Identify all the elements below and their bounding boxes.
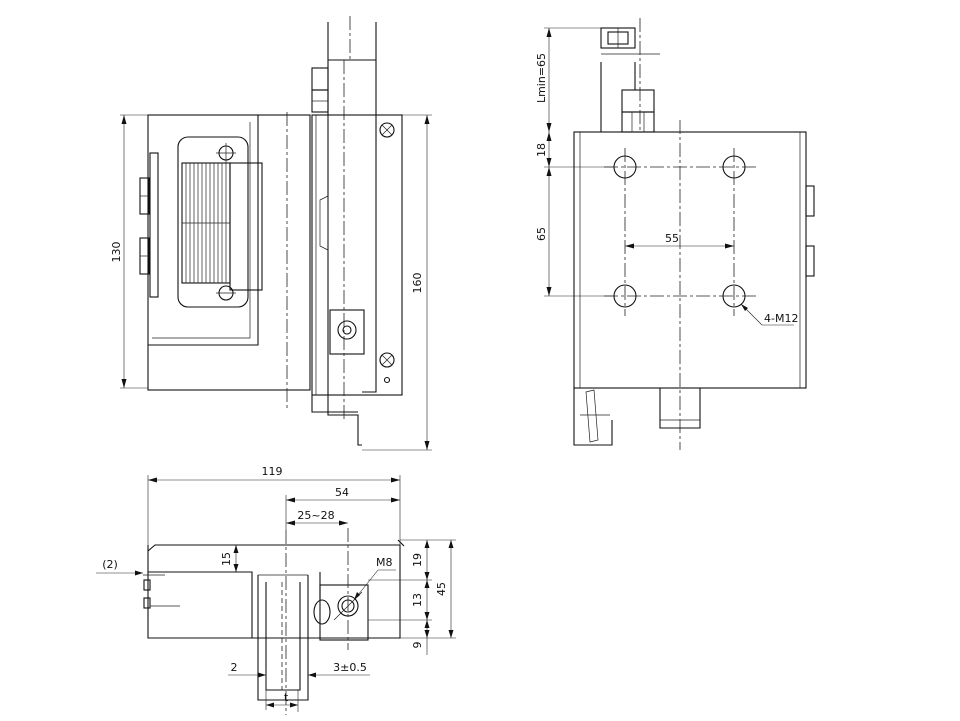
dim-45: 45 bbox=[435, 582, 448, 596]
dim-18: 18 bbox=[535, 143, 548, 157]
dim-160: 160 bbox=[411, 273, 424, 294]
dim-t: t bbox=[284, 691, 289, 704]
side-view: Lmin=65 18 65 55 4-M12 bbox=[535, 18, 815, 450]
front-view: 130 160 bbox=[110, 16, 432, 451]
dim-15: 15 bbox=[220, 552, 233, 566]
dim-54: 54 bbox=[335, 486, 349, 499]
dim-4-m12: 4-M12 bbox=[764, 312, 798, 325]
coil-winding-lines bbox=[185, 163, 227, 283]
dim-130: 130 bbox=[110, 242, 123, 263]
dim-lmin: Lmin=65 bbox=[535, 53, 548, 103]
dim-55: 55 bbox=[665, 232, 679, 245]
top-view: 119 54 25~28 (2) 15 19 13 bbox=[96, 465, 456, 715]
dim-2-paren: (2) bbox=[102, 558, 118, 571]
dim-119: 119 bbox=[262, 465, 283, 478]
dim-65: 65 bbox=[535, 227, 548, 241]
dim-19: 19 bbox=[411, 553, 424, 567]
dim-13: 13 bbox=[411, 593, 424, 607]
dim-9: 9 bbox=[411, 642, 424, 649]
dim-m8: M8 bbox=[376, 556, 393, 569]
dim-25-28: 25~28 bbox=[297, 509, 334, 522]
dim-2: 2 bbox=[231, 661, 238, 674]
dim-3-tolerance: 3±0.5 bbox=[333, 661, 367, 674]
